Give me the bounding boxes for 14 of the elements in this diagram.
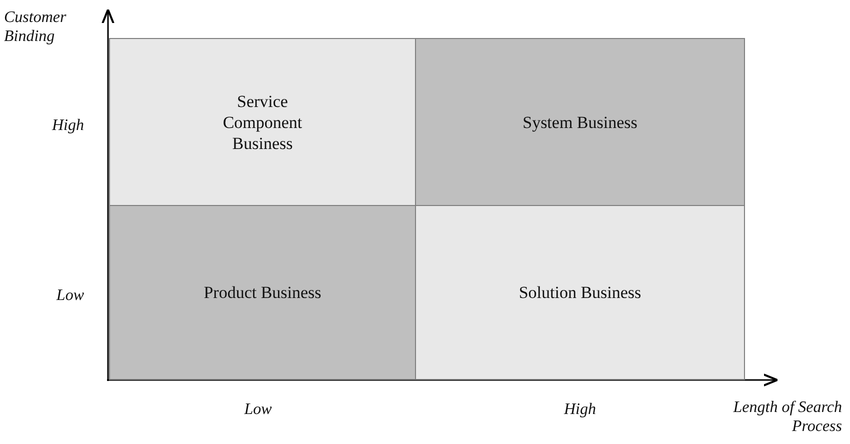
quadrant-cell	[415, 205, 745, 380]
quadrant-label: Service Component Business	[222, 90, 304, 154]
axis-tick-label: Low	[243, 400, 273, 419]
axis-tick-label: High	[50, 116, 84, 135]
quadrant-cell	[415, 38, 745, 206]
axis-tick-label: High	[562, 400, 597, 419]
axis-tick-label: Low	[55, 286, 84, 305]
quadrant-label: System Business	[522, 112, 638, 132]
quadrant-cell	[109, 38, 416, 206]
quadrant-label: Product Business	[202, 282, 322, 303]
quadrant-cell	[109, 205, 416, 380]
quadrant-label: Solution Business	[518, 282, 642, 303]
axis-title: Customer Binding	[4, 8, 68, 46]
axis-title: Length of Search Process	[732, 398, 842, 436]
